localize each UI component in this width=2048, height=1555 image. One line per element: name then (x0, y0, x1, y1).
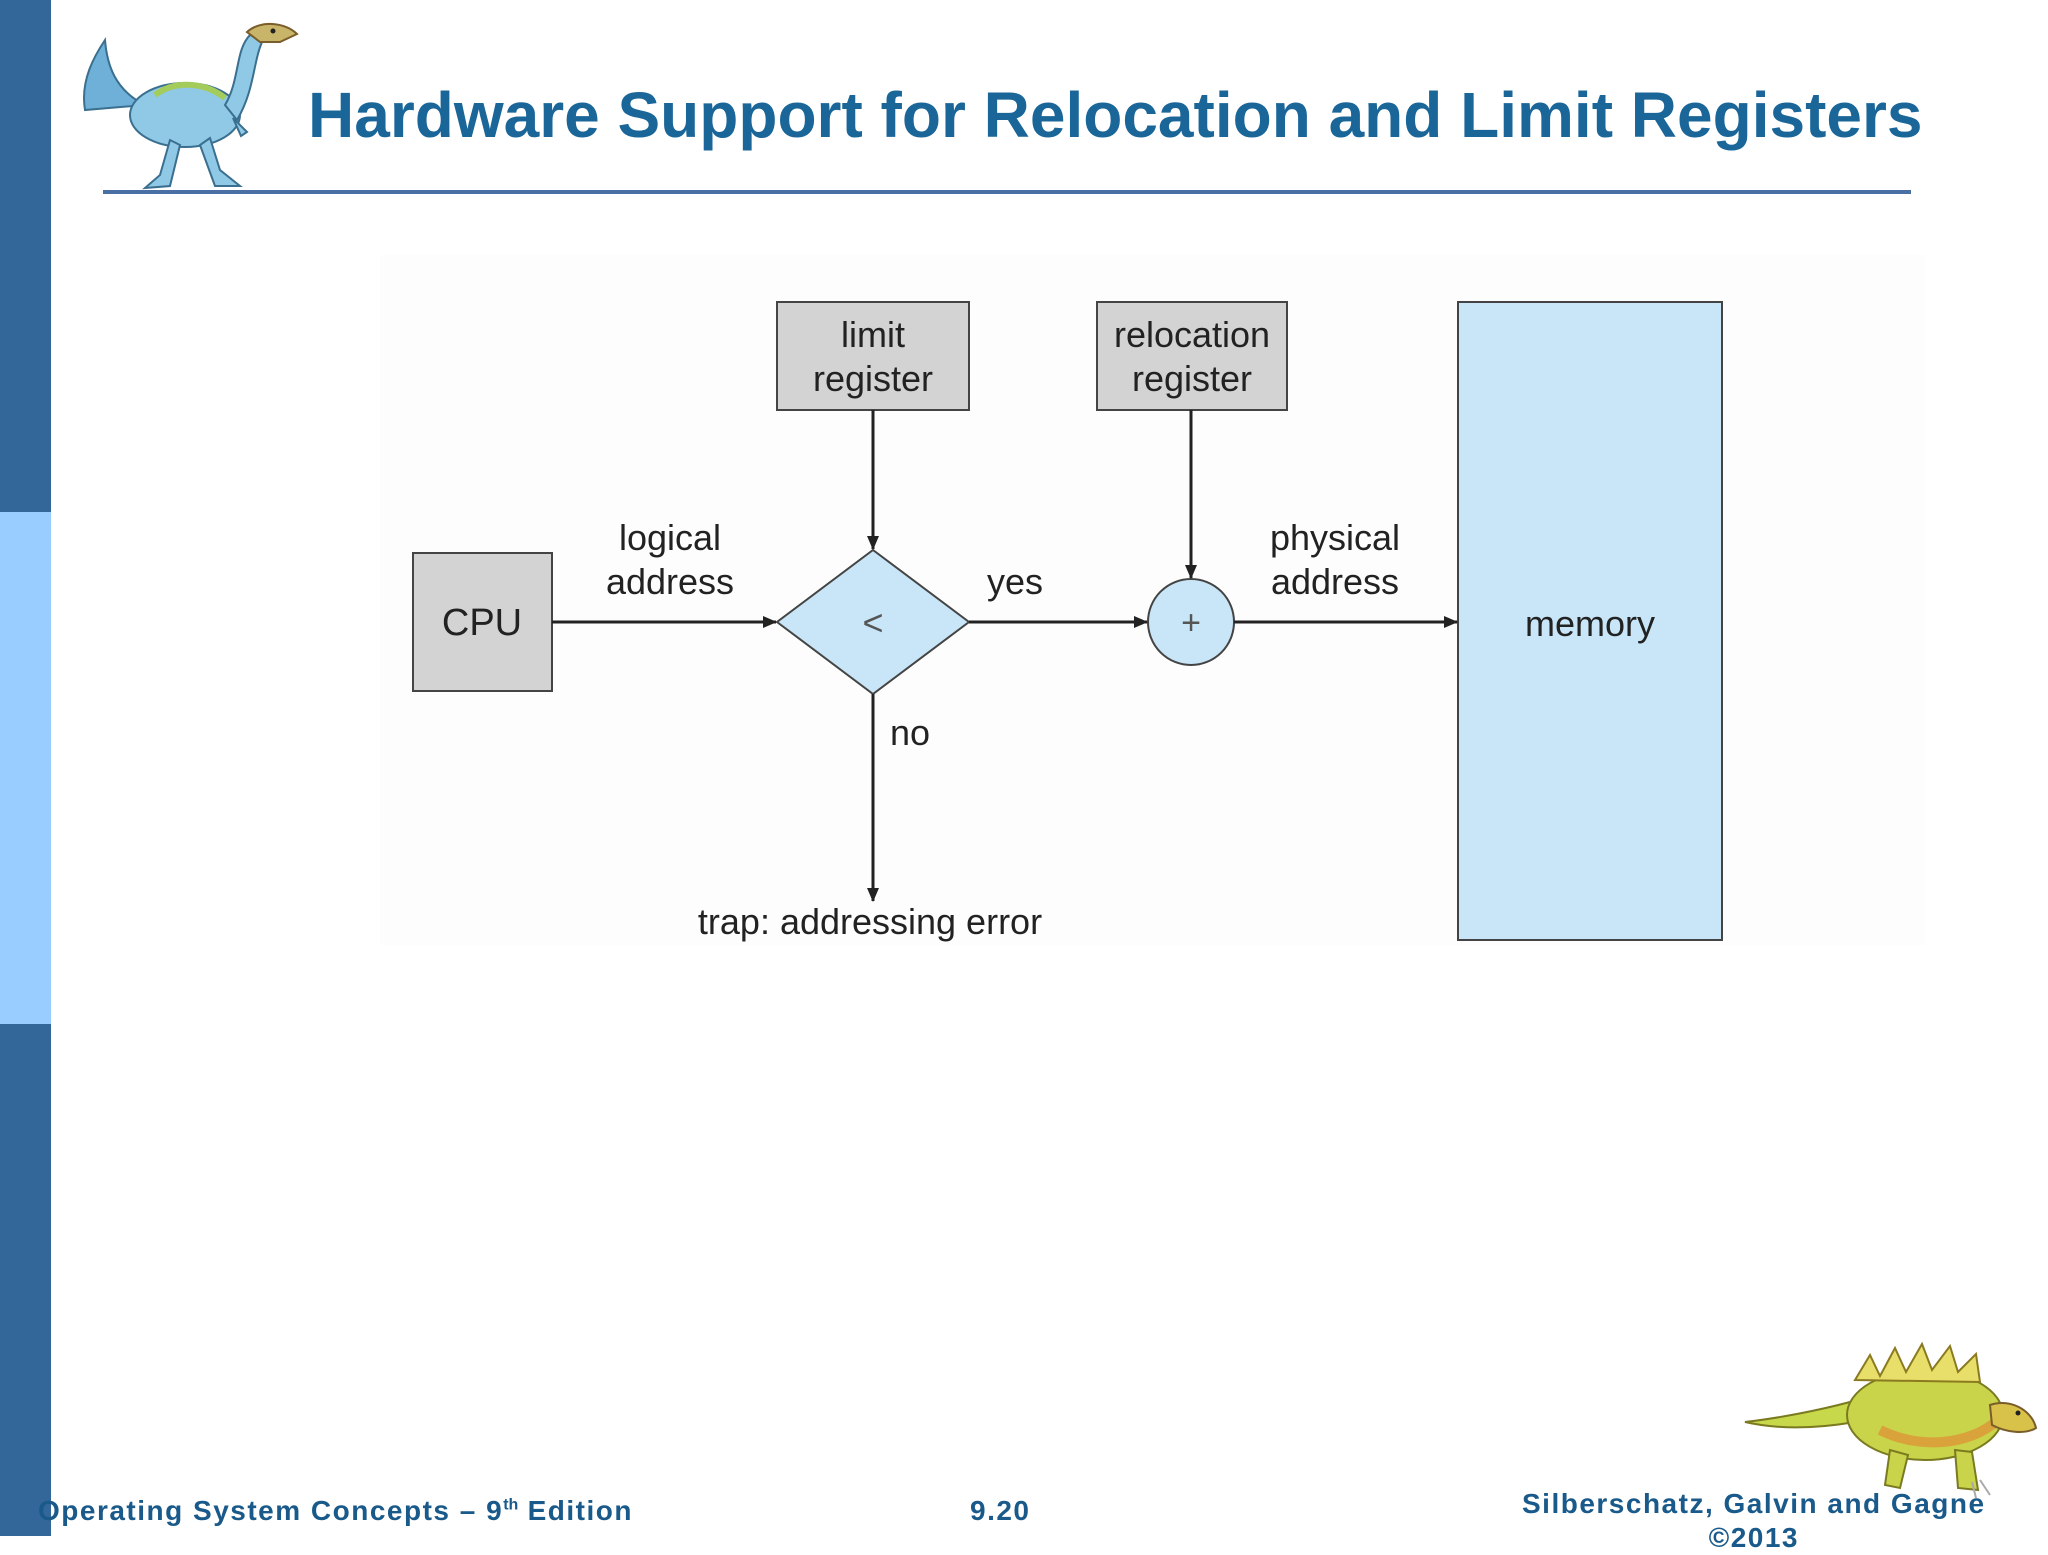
footer-edition-superscript: th (503, 1497, 518, 1514)
relocation-register-label-line2: register (1132, 358, 1252, 399)
trap-label: trap: addressing error (698, 901, 1042, 942)
relocation-register-label-line1: relocation (1114, 314, 1270, 355)
yes-label: yes (987, 561, 1043, 602)
compare-symbol: < (862, 602, 883, 643)
logical-address-label-line2: address (606, 561, 734, 602)
limit-register-label-line2: register (813, 358, 933, 399)
footer-book-title-prefix: Operating System Concepts – 9 (38, 1495, 503, 1526)
physical-address-label-line1: physical (1270, 517, 1400, 558)
physical-address-label-line2: address (1271, 561, 1399, 602)
footer-book-title: Operating System Concepts – 9th Edition (38, 1495, 633, 1527)
footer-authors-block: Silberschatz, Galvin and Gagne ©2013 (1522, 1487, 1986, 1555)
cpu-label: CPU (442, 602, 522, 644)
limit-register-label-line1: limit (841, 314, 905, 355)
adder-symbol: + (1181, 604, 1201, 642)
memory-label: memory (1525, 603, 1655, 644)
logical-address-label-line1: logical (619, 517, 721, 558)
footer-authors: Silberschatz, Galvin and Gagne (1522, 1487, 1986, 1521)
footer-page-number: 9.20 (970, 1495, 1031, 1527)
dinosaur-corner-icon (1740, 1310, 2040, 1500)
footer-copyright: ©2013 (1522, 1521, 1986, 1555)
footer-book-title-suffix: Edition (518, 1495, 633, 1526)
no-label: no (890, 712, 930, 753)
